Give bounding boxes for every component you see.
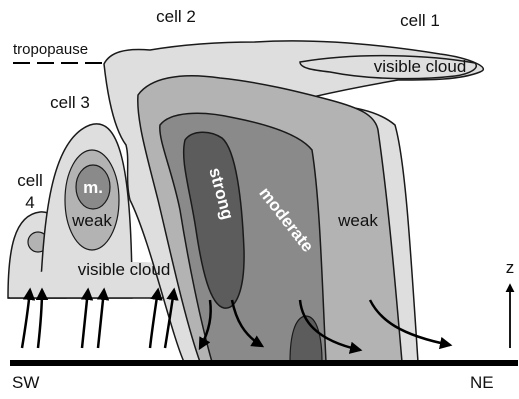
label-cell-3: cell 3 [50,93,90,112]
label-m: m. [83,178,103,197]
label-cell-4-line1: cell [17,171,43,190]
label-sw: SW [12,373,39,392]
ground [10,360,518,366]
label-cell-2: cell 2 [156,7,196,26]
label-ne: NE [470,373,494,392]
label-z: z [506,258,515,277]
label-visible-cloud-bottom: visible cloud [78,260,171,279]
label-visible-cloud-top: visible cloud [374,57,467,76]
label-cell-1: cell 1 [400,11,440,30]
label-tropopause: tropopause [13,41,88,58]
label-weak-cell-1: weak [337,211,378,230]
label-cell-4-line2: 4 [25,193,34,212]
label-weak-cell-3: weak [71,211,112,230]
